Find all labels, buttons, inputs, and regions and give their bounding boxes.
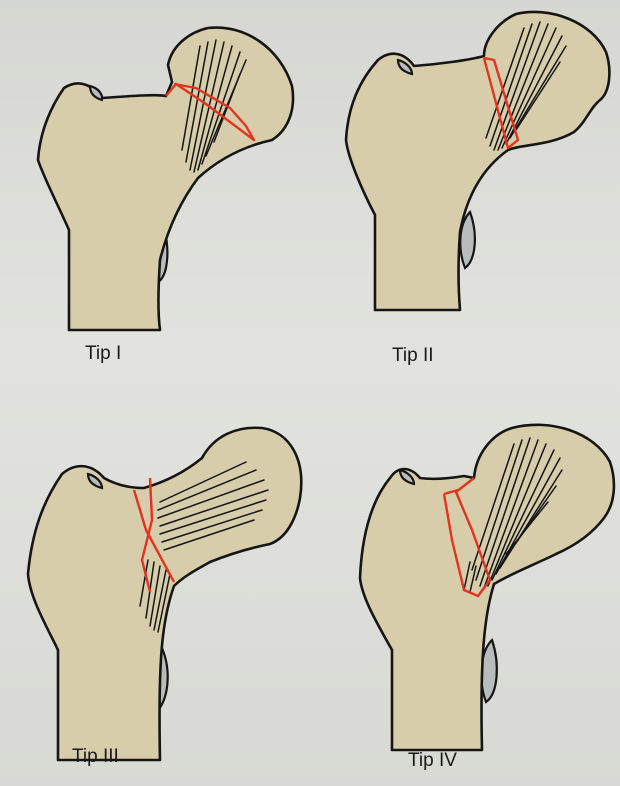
femur-outline <box>346 12 609 310</box>
label-tip-ii: Tip II <box>392 345 434 367</box>
femur-tip-i <box>0 0 310 395</box>
femur-outline <box>28 428 301 760</box>
label-tip-i: Tip I <box>85 343 121 365</box>
femur-tip-ii <box>310 0 620 395</box>
label-tip-iv: Tip IV <box>408 750 457 772</box>
femur-tip-iii <box>0 395 310 786</box>
femur-outline <box>38 28 293 330</box>
femur-tip-iv <box>310 395 620 786</box>
label-tip-iii: Tip III <box>72 746 119 768</box>
